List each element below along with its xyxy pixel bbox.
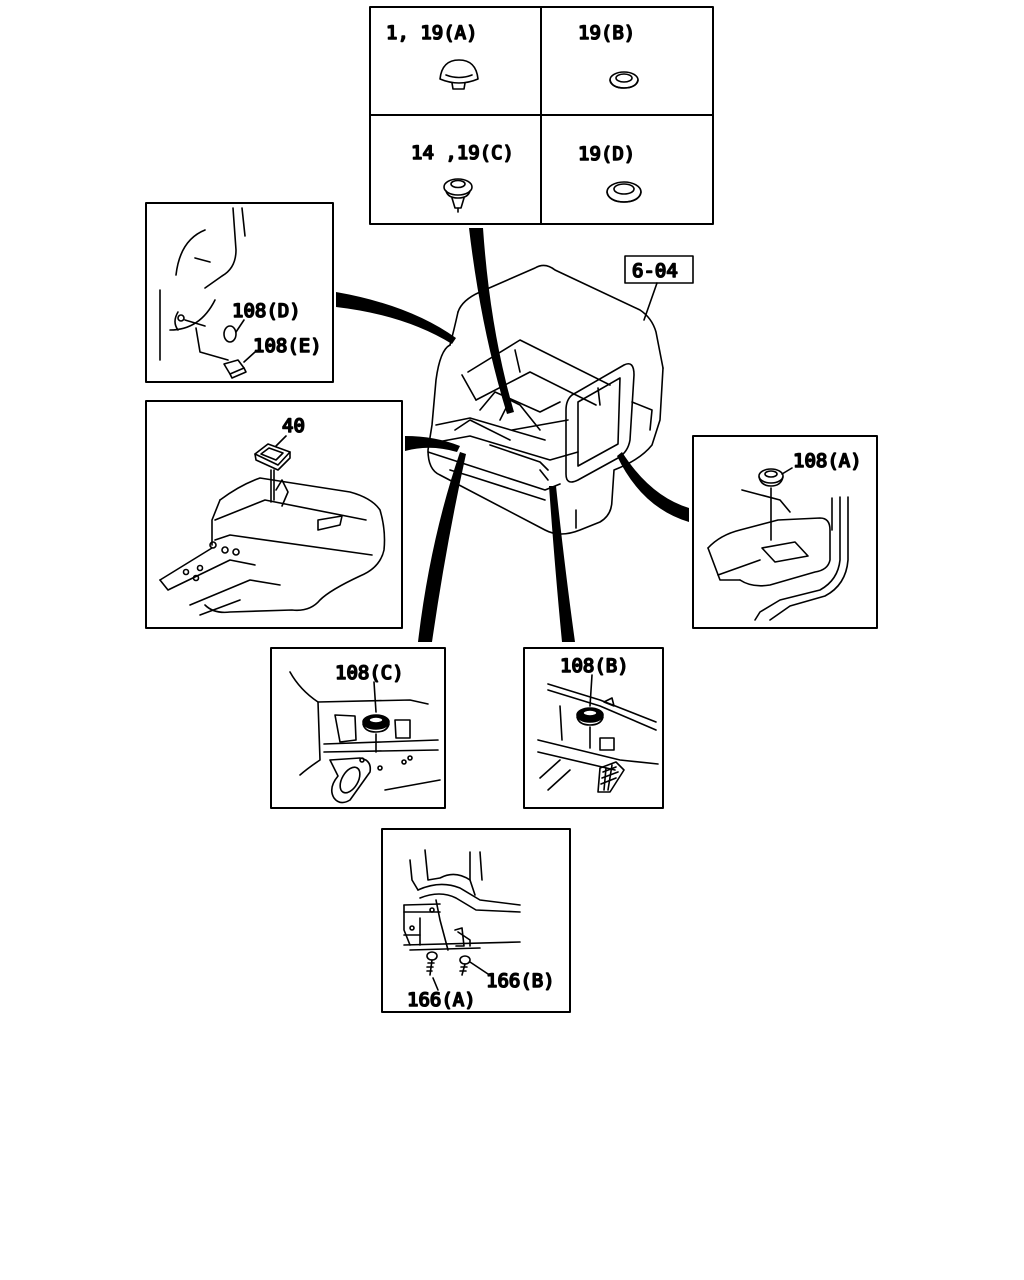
table-cell-label-1: 1, 19(A) bbox=[386, 22, 478, 44]
leader-lower-left bbox=[418, 452, 466, 642]
push-clip-icon bbox=[443, 178, 473, 213]
callout-166b: 166(B) bbox=[486, 970, 555, 992]
square-grommet-icon bbox=[254, 443, 291, 471]
reference-label: 6-04 bbox=[632, 260, 678, 282]
panel-floor-mat: 40 bbox=[145, 400, 403, 629]
callout-108d: 108(D) bbox=[232, 300, 301, 322]
parts-table: 1, 19(A) 19(B) 14 ,19(C) 19(D) bbox=[369, 6, 714, 225]
callout-40: 40 bbox=[282, 415, 305, 437]
table-cell-label-4: 19(D) bbox=[578, 143, 635, 165]
panel-lower-left-frame bbox=[270, 647, 446, 809]
screw-166b-icon bbox=[459, 955, 471, 976]
panel-bottom-frame-frame bbox=[381, 828, 571, 1013]
grommet-108c-icon bbox=[362, 714, 390, 733]
dome-clip-icon bbox=[439, 59, 479, 90]
leader-left-middle bbox=[405, 436, 460, 452]
oval-clip-icon bbox=[223, 325, 237, 343]
small-grommet-icon bbox=[609, 71, 639, 89]
panel-bottom-frame: 166(A) 166(B) bbox=[381, 828, 571, 1013]
leader-left-upper bbox=[336, 292, 456, 344]
panel-lower-left: 108(C) bbox=[270, 647, 446, 809]
panel-lower-right: 108(B) bbox=[523, 647, 664, 809]
grommet-108a-icon bbox=[758, 468, 784, 487]
screw-166a-icon bbox=[426, 951, 438, 976]
callout-108c: 108(C) bbox=[335, 662, 404, 684]
leader-lines bbox=[336, 228, 689, 642]
panel-right-floor-frame bbox=[692, 435, 878, 629]
panel-lower-right-frame bbox=[523, 647, 664, 809]
panel-right-floor: 108(A) bbox=[692, 435, 878, 629]
callout-166a: 166(A) bbox=[407, 989, 476, 1011]
callout-108a: 108(A) bbox=[793, 450, 862, 472]
leader-top bbox=[469, 228, 514, 414]
panel-door-clips: 108(D) 108(E) bbox=[145, 202, 334, 383]
callout-108e: 108(E) bbox=[253, 335, 322, 357]
panel-door-clips-frame bbox=[145, 202, 334, 383]
table-cell-label-3: 14 ,19(C) bbox=[411, 142, 514, 164]
pedal-icon bbox=[597, 761, 625, 793]
leader-lower-right bbox=[549, 486, 575, 642]
panel-floor-mat-frame bbox=[145, 400, 403, 629]
leader-right bbox=[617, 452, 689, 522]
rect-clip-icon bbox=[223, 359, 247, 379]
cab-assembly bbox=[427, 264, 664, 535]
large-grommet-icon bbox=[606, 181, 642, 203]
reference-callout: 6-04 bbox=[624, 255, 694, 321]
callout-108b: 108(B) bbox=[560, 655, 629, 677]
table-cell-label-2: 19(B) bbox=[578, 22, 635, 44]
grommet-108b-icon bbox=[576, 707, 604, 726]
